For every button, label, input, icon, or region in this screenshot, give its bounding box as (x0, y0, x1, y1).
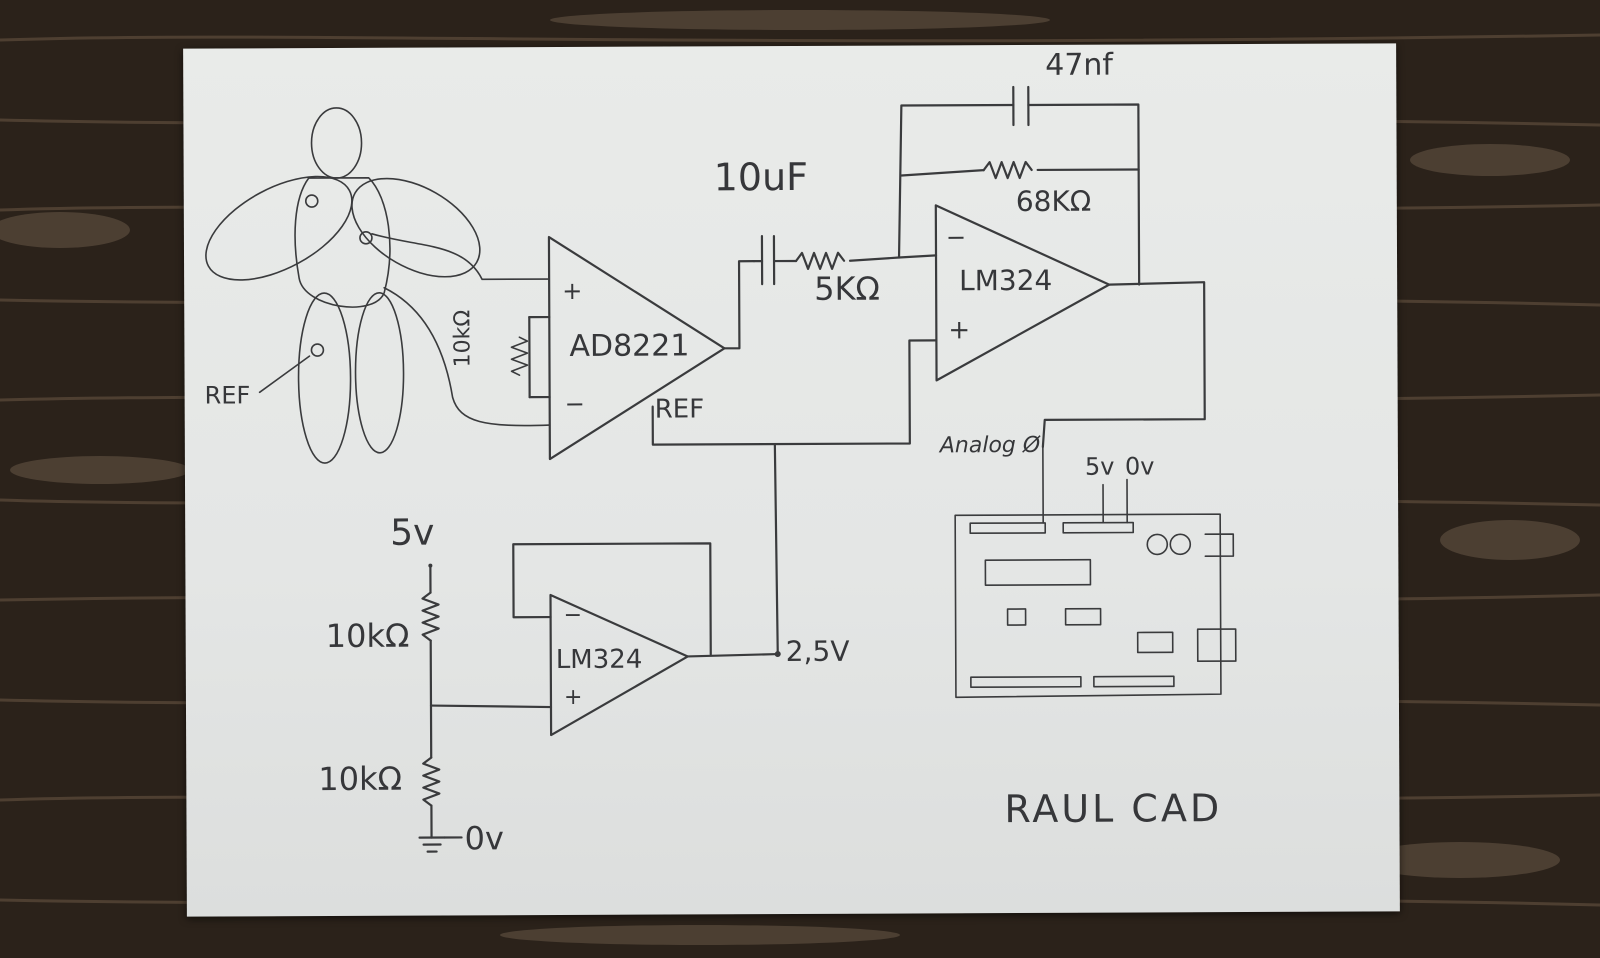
arduino-0v-label: 0v (1124, 452, 1155, 481)
arduino-5v-label: 5v (1084, 452, 1115, 481)
signature-label: RAUL CAD (1004, 786, 1223, 832)
lm324-top-minus-label: − (945, 223, 967, 252)
body-figure-icon (205, 107, 481, 464)
cap-47nf-label: 47nf (1045, 47, 1114, 83)
mid-voltage-label: 2,5V (785, 634, 850, 669)
cap-10uf-label: 10uF (713, 154, 809, 200)
ground-0v-label: 0v (464, 819, 504, 858)
res-10k-bottom-label: 10kΩ (318, 759, 403, 799)
lm324-bottom-label: LM324 (555, 644, 643, 676)
junction-dot (774, 651, 781, 658)
lm324-bottom-opamp-symbol (418, 442, 779, 853)
lm324-top-label: LM324 (959, 263, 1053, 298)
ref-pin-label: REF (654, 394, 705, 425)
schematic-drawing (205, 85, 1237, 853)
lm324-top-opamp-symbol (934, 204, 1206, 449)
ad8221-plus-label: + (562, 276, 583, 305)
ad8221-minus-label: − (564, 389, 585, 418)
ad8221-label: AD8221 (569, 328, 690, 364)
lm324-bottom-minus-label: − (563, 602, 583, 628)
ad8221-opamp-symbol (510, 235, 938, 461)
res-10k-ina-label: 10kΩ (450, 309, 476, 368)
res-10k-top-label: 10kΩ (325, 616, 410, 656)
lm324-bottom-plus-label: + (563, 684, 583, 710)
feedback-network (897, 85, 1141, 286)
arduino-board-icon (954, 478, 1237, 699)
supply-5v-label: 5v (390, 512, 435, 554)
analog-pin-label: Analog Ø (939, 432, 1041, 459)
paper-sheet: 47nf 10uF 68KΩ 5KΩ LM324 − + AD8221 + − … (183, 43, 1400, 917)
res-68k-label: 68KΩ (1015, 184, 1092, 219)
resistor-5k-symbol (794, 251, 938, 271)
ref-body-label: REF (204, 381, 251, 410)
res-5k-label: 5KΩ (814, 269, 881, 308)
electrode-leads (371, 233, 551, 427)
capacitor-10uf-symbol (752, 234, 798, 286)
supply-dot (428, 563, 433, 568)
lm324-top-plus-label: + (948, 315, 971, 346)
